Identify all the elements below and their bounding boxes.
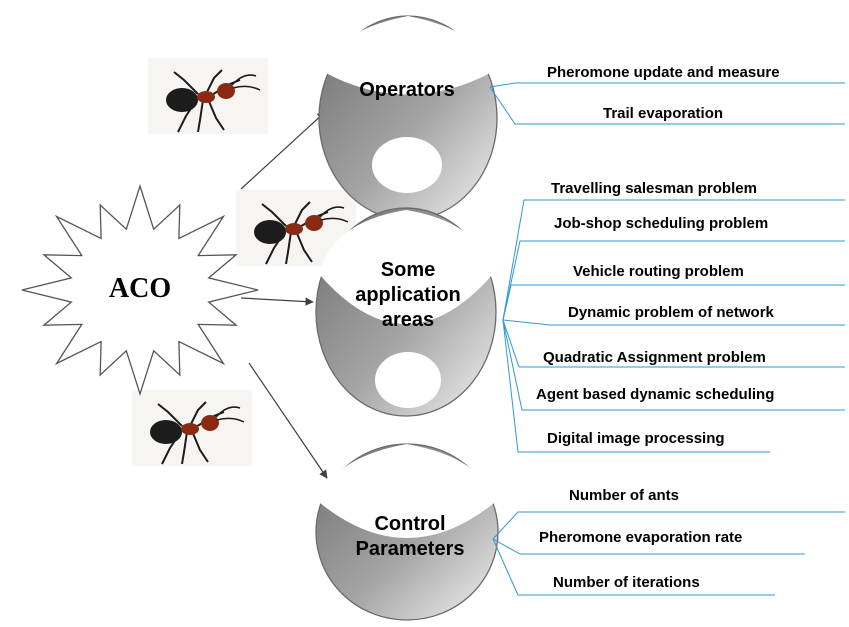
control-parameters-bracket [492, 511, 845, 596]
control-parameters-label-band [320, 444, 494, 538]
ant-photo-icon [236, 190, 356, 266]
arrow-to-control-parameters [248, 362, 328, 479]
application-area-item: Agent based dynamic scheduling [536, 386, 774, 403]
ant-photo-icon [148, 58, 268, 134]
control-parameters-title-line-1: Control [374, 513, 445, 535]
aco-starburst: ACO [21, 183, 259, 397]
control-parameters-title-line-2: Parameters [356, 538, 465, 560]
application-areas-title-line-3: areas [382, 309, 434, 331]
aco-label: ACO [109, 273, 171, 304]
operators-node: Operators [318, 15, 498, 221]
application-area-item: Travelling salesman problem [551, 180, 757, 197]
application-areas-node: Some application areas [315, 207, 497, 417]
application-area-item: Dynamic problem of network [568, 304, 775, 321]
application-area-item: Job-shop scheduling problem [554, 215, 768, 232]
operators-label-band [322, 16, 494, 95]
operators-item: Trail evaporation [603, 105, 723, 122]
application-areas-title-line-2: application [355, 284, 461, 306]
operators-bracket [489, 82, 845, 125]
control-parameter-item: Number of iterations [553, 574, 700, 591]
arrow-to-application-areas [240, 297, 314, 306]
ant-photo-icon [132, 390, 252, 466]
control-parameters-node: Control Parameters [315, 443, 499, 621]
control-parameter-item: Number of ants [569, 487, 679, 504]
starburst-shape [21, 183, 259, 397]
application-area-item: Quadratic Assignment problem [543, 349, 766, 366]
arrow-to-operators [240, 111, 326, 190]
control-parameter-item: Pheromone evaporation rate [539, 529, 742, 546]
application-areas-title-line-1: Some [381, 259, 435, 281]
application-area-item: Vehicle routing problem [573, 263, 744, 280]
application-areas-bracket [502, 199, 845, 453]
application-area-item: Digital image processing [547, 430, 725, 447]
operators-item: Pheromone update and measure [547, 64, 780, 81]
application-areas-label-band [319, 210, 493, 324]
operators-title: Operators [359, 79, 455, 101]
